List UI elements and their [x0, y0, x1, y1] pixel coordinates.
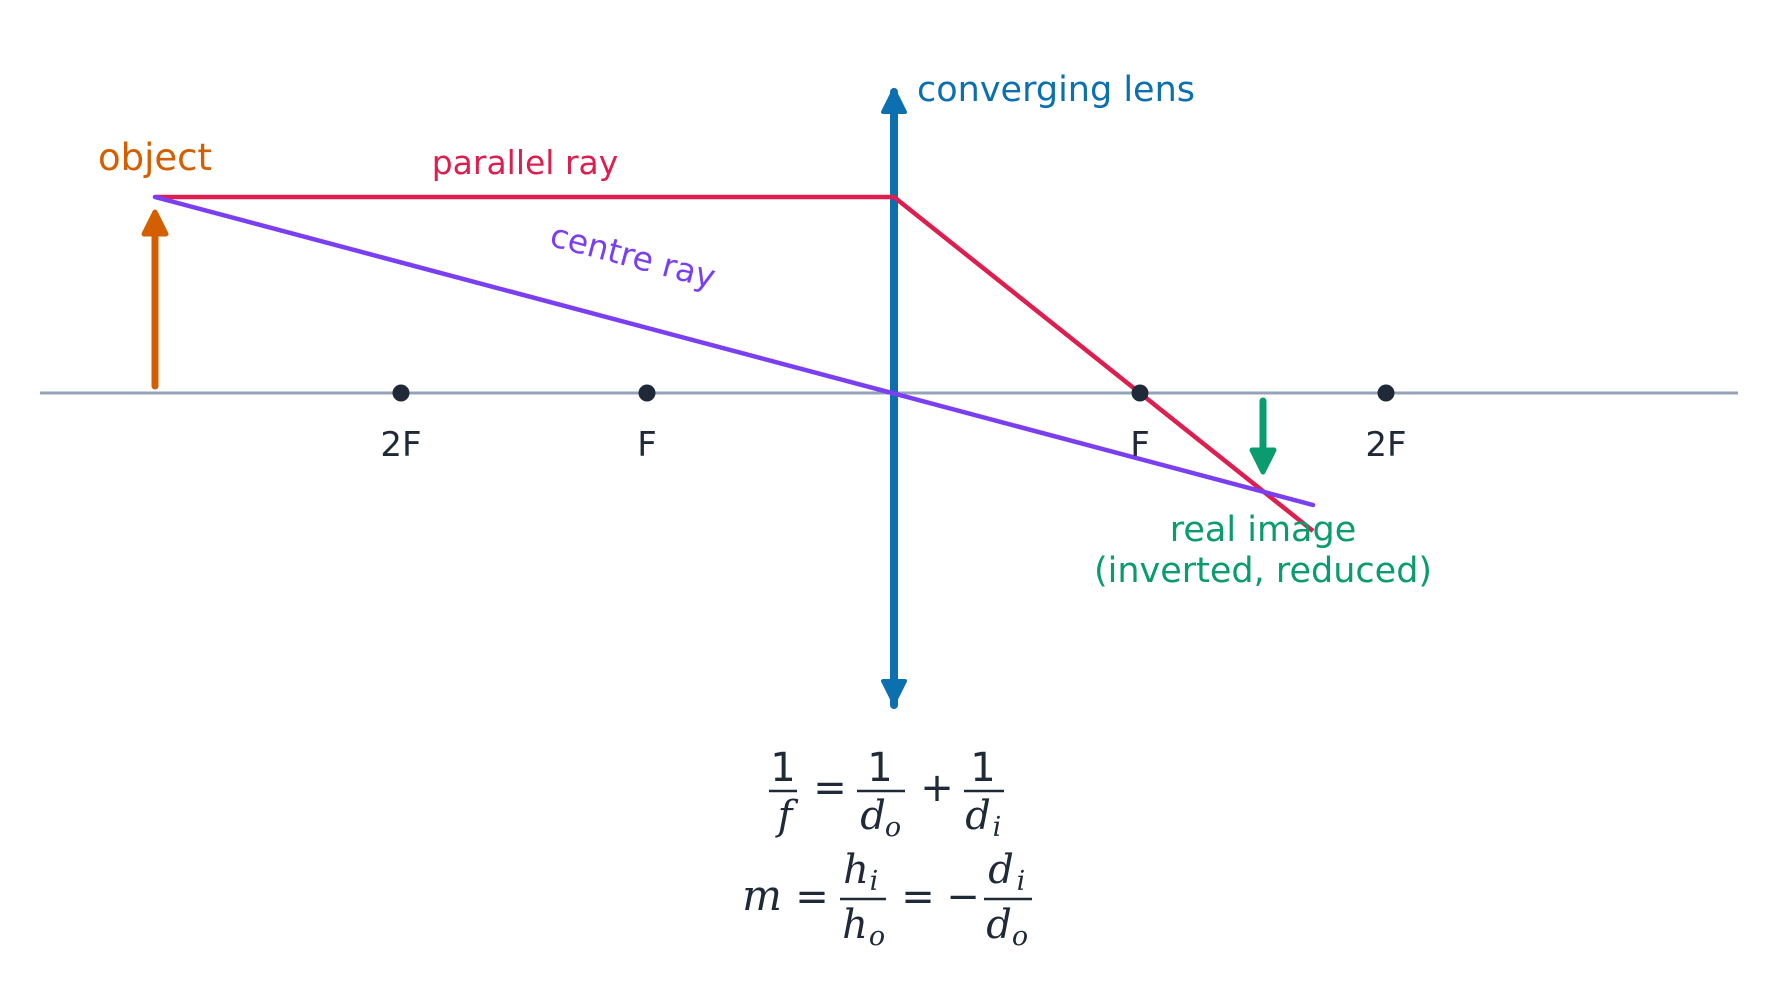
eq2-num-h: h: [843, 847, 869, 893]
eq1-den-d-o: d: [860, 793, 886, 839]
eq1-num-3: 1: [970, 745, 995, 791]
lens-equation: 1 f = 1 d o + 1 d i: [769, 745, 1004, 843]
object-label: object: [98, 136, 212, 179]
converging-lens: [881, 88, 907, 709]
image-label-line2: (inverted, reduced): [1094, 551, 1432, 591]
parallel-ray: [155, 194, 1315, 533]
eq2-equals-1: =: [795, 874, 829, 920]
eq2-den-sub-o: o: [869, 921, 885, 952]
magnification-equation: m = h i h o = − d i d o: [742, 847, 1032, 952]
lens-arrow-down-icon: [881, 679, 907, 705]
eq1-den-d-i: d: [965, 793, 991, 839]
eq2-num-sub-i2: i: [1017, 866, 1026, 897]
eq1-plus: +: [920, 765, 954, 811]
focal-point-2f-left: [392, 384, 410, 402]
centre-ray: [152, 194, 1316, 508]
image-label-line1: real image: [1170, 510, 1356, 550]
eq1-sub-o: o: [885, 812, 901, 843]
label-f-left: F: [637, 425, 657, 465]
eq1-num-1: 1: [770, 745, 795, 791]
eq2-num-sub-i: i: [870, 866, 879, 897]
label-2f-right: 2F: [1365, 425, 1406, 465]
eq1-sub-i: i: [993, 812, 1002, 843]
focal-point-f-right: [1131, 384, 1149, 402]
object-arrow-icon: [141, 209, 169, 390]
focal-point-f-left: [638, 384, 656, 402]
eq1-num-2: 1: [867, 745, 892, 791]
eq1-equals: =: [813, 765, 847, 811]
lens-label: converging lens: [917, 70, 1195, 110]
label-2f-left: 2F: [380, 425, 421, 465]
eq2-m: m: [742, 871, 782, 920]
label-f-right: F: [1130, 425, 1150, 465]
eq2-den-d: d: [986, 902, 1012, 948]
lens-arrow-up-icon: [881, 88, 907, 114]
centre-ray-label: centre ray: [546, 215, 720, 296]
eq2-den-sub-o2: o: [1012, 921, 1028, 952]
focal-point-2f-right: [1377, 384, 1395, 402]
eq1-den-f: f: [775, 793, 799, 839]
eq2-den-h: h: [842, 902, 868, 948]
parallel-ray-label: parallel ray: [432, 143, 619, 182]
eq2-equals-2: =: [901, 874, 935, 920]
eq2-num-d: d: [988, 847, 1014, 893]
eq2-minus: −: [946, 874, 980, 920]
image-arrow-icon: [1249, 397, 1277, 475]
